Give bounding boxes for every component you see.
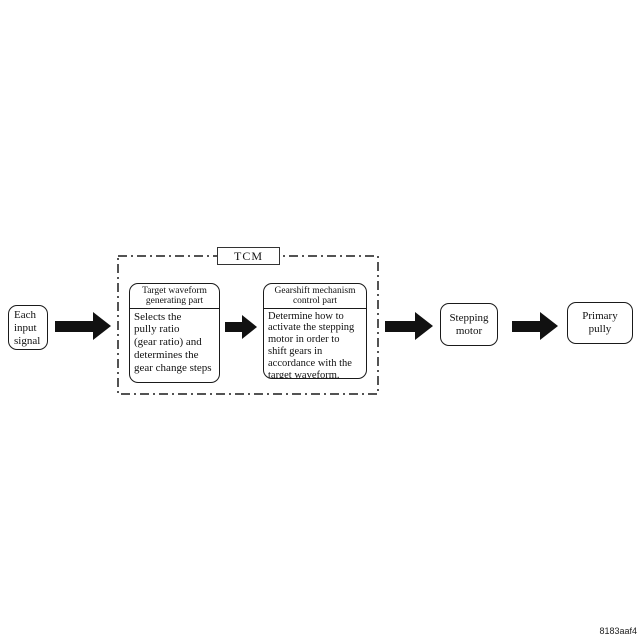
node-each-input-signal: Each input signal	[8, 305, 48, 350]
flow-arrow-input-to-tcm-icon	[55, 312, 111, 340]
tcm-dashed-boundary	[117, 255, 379, 395]
target-waveform-header: Target waveform generating part	[130, 284, 219, 309]
target-waveform-header-label: Target waveform generating part	[142, 286, 207, 307]
node-stepping-motor: Stepping motor	[440, 303, 498, 346]
gearshift-body: Determine how to activate the stepping m…	[264, 309, 366, 379]
flow-arrow-target-to-gearshift-icon	[225, 315, 257, 339]
flow-arrow-tcm-to-stepping-motor-icon	[385, 312, 433, 340]
node-target-waveform-generating-part: Target waveform generating part Selects …	[129, 283, 220, 383]
node-primary-pully: Primary pully	[567, 302, 633, 344]
node-gearshift-mechanism-control-part: Gearshift mechanism control part Determi…	[263, 283, 367, 379]
primary-pully-label: Primary pully	[582, 310, 618, 335]
target-waveform-body: Selects the pully ratio (gear ratio) and…	[130, 309, 219, 376]
gearshift-body-text: Determine how to activate the stepping m…	[268, 310, 355, 379]
tcm-label: TCM	[233, 248, 263, 263]
gearshift-header-label: Gearshift mechanism control part	[274, 286, 356, 307]
dashed-border-icon	[117, 255, 379, 395]
target-waveform-body-text: Selects the pully ratio (gear ratio) and…	[134, 310, 212, 375]
tcm-label-box: TCM	[217, 247, 280, 265]
gearshift-header: Gearshift mechanism control part	[264, 284, 366, 309]
node-each-input-signal-label: Each input signal	[14, 309, 41, 347]
figure-code: 8183aaf4	[599, 626, 637, 636]
stepping-motor-label: Stepping motor	[449, 311, 489, 337]
flow-arrow-stepping-motor-to-primary-pully-icon	[512, 312, 558, 340]
